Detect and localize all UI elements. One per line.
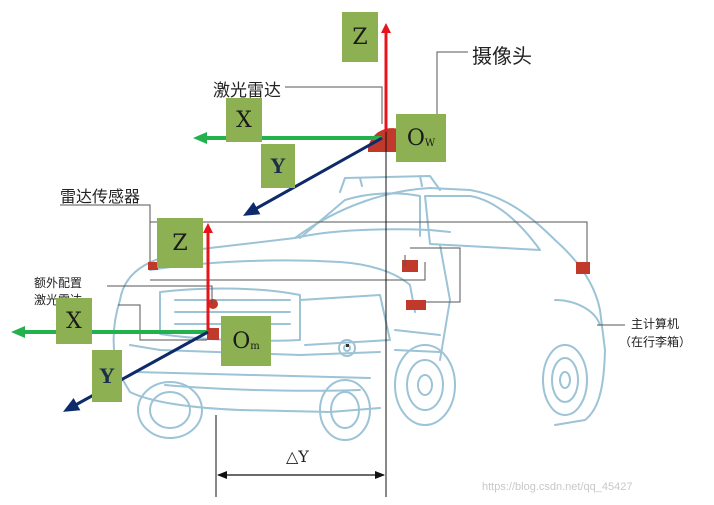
world-z-label: Z	[342, 12, 378, 62]
world-y-axis	[243, 136, 383, 216]
mount-origin-subscript: m	[250, 340, 260, 352]
radar-front-left	[148, 262, 158, 270]
mount-origin-letter: O	[232, 328, 251, 354]
wheel-rear	[542, 344, 588, 416]
camera-label: 摄像头	[472, 44, 532, 68]
radar-side	[402, 260, 418, 272]
wheel-front	[137, 344, 456, 441]
world-y-label: Y	[261, 144, 295, 188]
car-outline	[112, 175, 606, 426]
extra-lidar-label-line1: 额外配置	[34, 276, 83, 290]
watermark: https://blog.csdn.net/qq_45427	[482, 481, 633, 493]
world-origin-subscript: W	[424, 137, 436, 149]
grille-sensor	[208, 299, 218, 309]
offset-label: △Y	[286, 447, 309, 466]
mount-z-label: Z	[157, 218, 203, 268]
radar-door	[406, 300, 426, 310]
leader-lines	[60, 51, 625, 341]
mount-x-label: X	[56, 298, 92, 344]
radar-rear	[576, 262, 590, 274]
world-origin-letter: O	[406, 125, 425, 151]
host-computer-label-line1: 主计算机	[631, 317, 680, 331]
mount-y-label: Y	[92, 350, 122, 402]
extra-lidar-unit	[207, 328, 219, 340]
lidar-label: 激光雷达	[213, 81, 281, 101]
sensors	[148, 128, 590, 347]
world-x-label: X	[226, 98, 262, 142]
radar-sensor-label: 雷达传感器	[60, 187, 141, 206]
host-computer-label-line2: （在行李箱）	[619, 335, 692, 349]
